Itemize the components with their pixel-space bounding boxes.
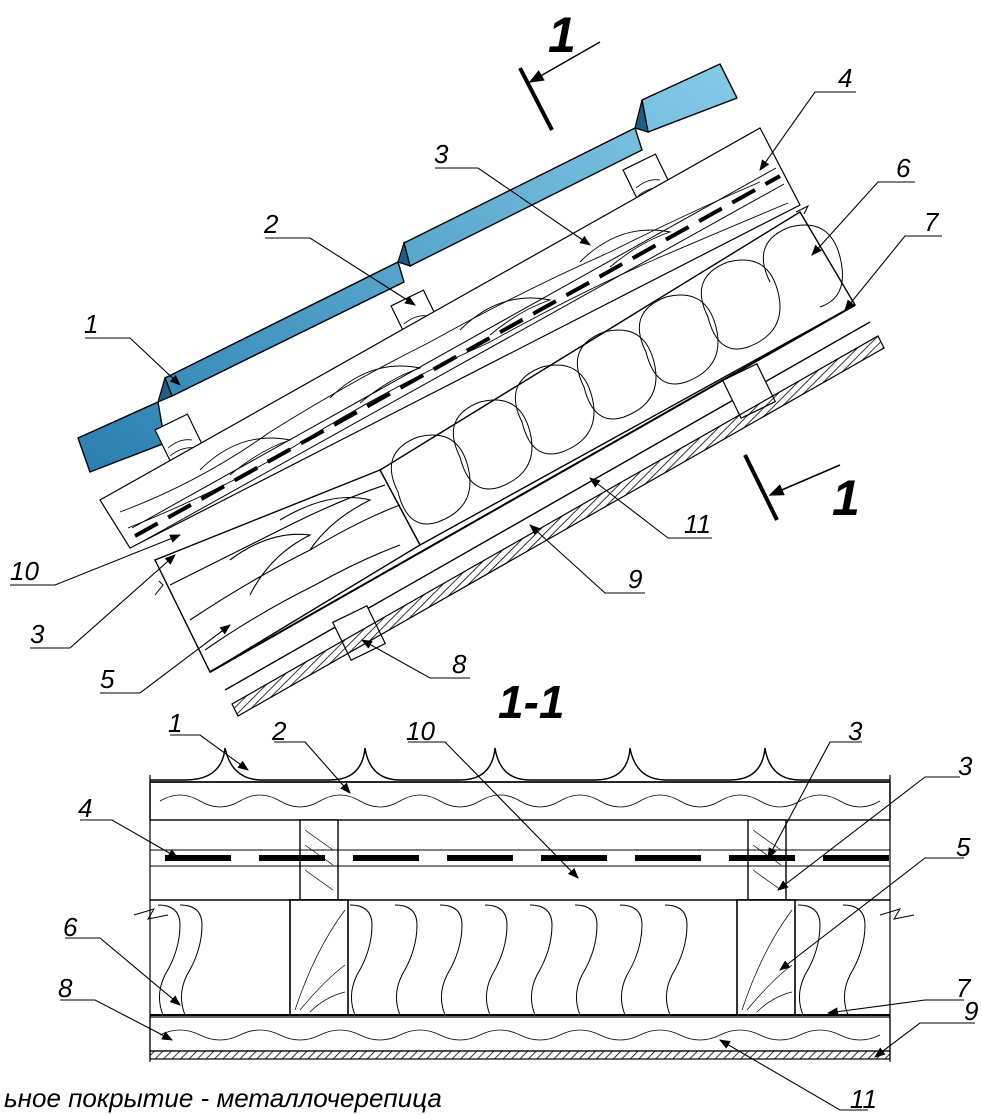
insulation-section — [157, 904, 866, 1016]
callout-sec-1: 1 — [168, 708, 182, 738]
vapor-membrane — [134, 174, 781, 538]
callout-sec-8: 8 — [58, 973, 73, 1003]
callout-labels-top: 1 2 3 4 6 7 10 3 5 8 9 11 — [10, 63, 940, 694]
insulation-coils — [390, 224, 843, 525]
callout-sec-3: 3 — [848, 716, 863, 746]
rafter — [154, 469, 421, 673]
callout-sec-9: 9 — [964, 996, 978, 1026]
caption: ьное покрытие - металлочерепица — [4, 1083, 442, 1113]
callouts-section — [60, 734, 975, 1111]
callout-top-11: 11 — [684, 509, 711, 539]
callout-top-3b: 3 — [30, 619, 45, 649]
callout-sec-2: 2 — [271, 716, 287, 746]
callout-top-1: 1 — [84, 309, 98, 339]
callout-top-3: 3 — [434, 139, 449, 169]
callout-top-9: 9 — [628, 564, 642, 594]
callouts-top — [10, 91, 942, 694]
callout-top-8: 8 — [452, 649, 467, 679]
section-marker-bottom: 1 — [743, 454, 860, 526]
board-layer — [99, 127, 801, 549]
callout-sec-3b: 3 — [958, 751, 973, 781]
callout-sec-6: 6 — [63, 912, 78, 942]
callout-top-5: 5 — [100, 664, 115, 694]
inclined-roof-view — [77, 63, 885, 717]
tile-profile — [150, 747, 890, 781]
callout-sec-5: 5 — [956, 832, 971, 862]
callout-top-6: 6 — [896, 153, 911, 183]
callout-sec-11: 11 — [850, 1084, 877, 1114]
section-1-1 — [133, 747, 915, 1062]
section-title: 1-1 — [498, 676, 564, 728]
callout-sec-4: 4 — [78, 793, 92, 823]
callout-top-7: 7 — [924, 207, 940, 237]
callout-top-4: 4 — [838, 63, 852, 93]
callout-sec-7: 7 — [956, 973, 972, 1003]
callout-top-10: 10 — [10, 556, 39, 586]
callout-top-2: 2 — [263, 209, 279, 239]
section-marker-label-bottom: 1 — [832, 470, 860, 526]
section-marker-top: 1 — [518, 7, 601, 131]
section-marker-label-top: 1 — [548, 7, 576, 63]
interior-finish — [231, 335, 885, 717]
callout-sec-10: 10 — [406, 716, 435, 746]
callout-labels-section: 1 2 10 3 3 4 5 6 7 8 9 11 — [58, 708, 978, 1114]
